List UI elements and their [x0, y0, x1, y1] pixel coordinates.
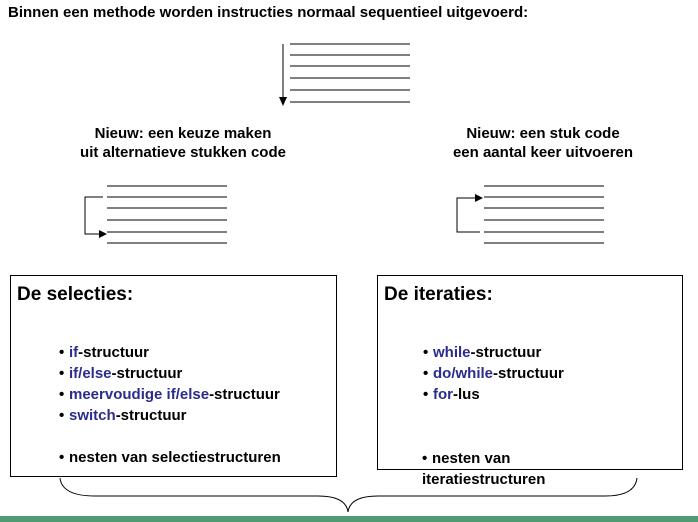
curly-brace	[59, 477, 638, 513]
list-item: •do/while-structuur	[423, 365, 564, 382]
left-caption-line1: Nieuw: een keuze maken	[94, 125, 272, 142]
iteraties-box: De iteraties: •while-structuur •do/while…	[377, 275, 683, 470]
right-caption-line2: een aantal keer uitvoeren	[452, 144, 634, 161]
selection-diagram	[84, 185, 227, 244]
page-heading: Binnen een methode worden instructies no…	[8, 4, 529, 21]
selecties-nest-item: •nesten van selectiestructuren	[59, 449, 281, 466]
list-item: •if/else-structuur	[59, 365, 183, 382]
sequential-diagram	[282, 43, 410, 103]
selecties-list: •if-structuur •if/else-structuur •meervo…	[59, 342, 280, 426]
bottom-bar	[0, 516, 698, 522]
right-caption-line1: Nieuw: een stuk code	[466, 125, 620, 142]
sequential-arrow-icon	[279, 97, 287, 106]
selecties-title: De selecties:	[17, 284, 134, 305]
left-caption-line2: uit alternatieve stukken code	[80, 144, 286, 161]
iteration-diagram	[456, 185, 604, 244]
iteraties-list: •while-structuur •do/while-structuur •fo…	[423, 342, 564, 405]
iteration-arrow-icon	[475, 194, 483, 202]
selecties-box: De selecties: •if-structuur •if/else-str…	[10, 275, 337, 477]
iteraties-title: De iteraties:	[384, 284, 493, 305]
list-item: •if-structuur	[59, 344, 150, 361]
left-caption: Nieuw: een keuze maken uit alternatieve …	[38, 124, 328, 162]
list-item: •for-lus	[423, 386, 480, 403]
selection-arrow-icon	[99, 230, 107, 238]
list-item: •while-structuur	[423, 344, 542, 361]
list-item: •switch-structuur	[59, 407, 187, 424]
list-item: •meervoudige if/else-structuur	[59, 386, 280, 403]
iteraties-nest-item: •nesten van iteratiestructuren	[422, 450, 546, 488]
right-caption: Nieuw: een stuk code een aantal keer uit…	[398, 124, 688, 162]
